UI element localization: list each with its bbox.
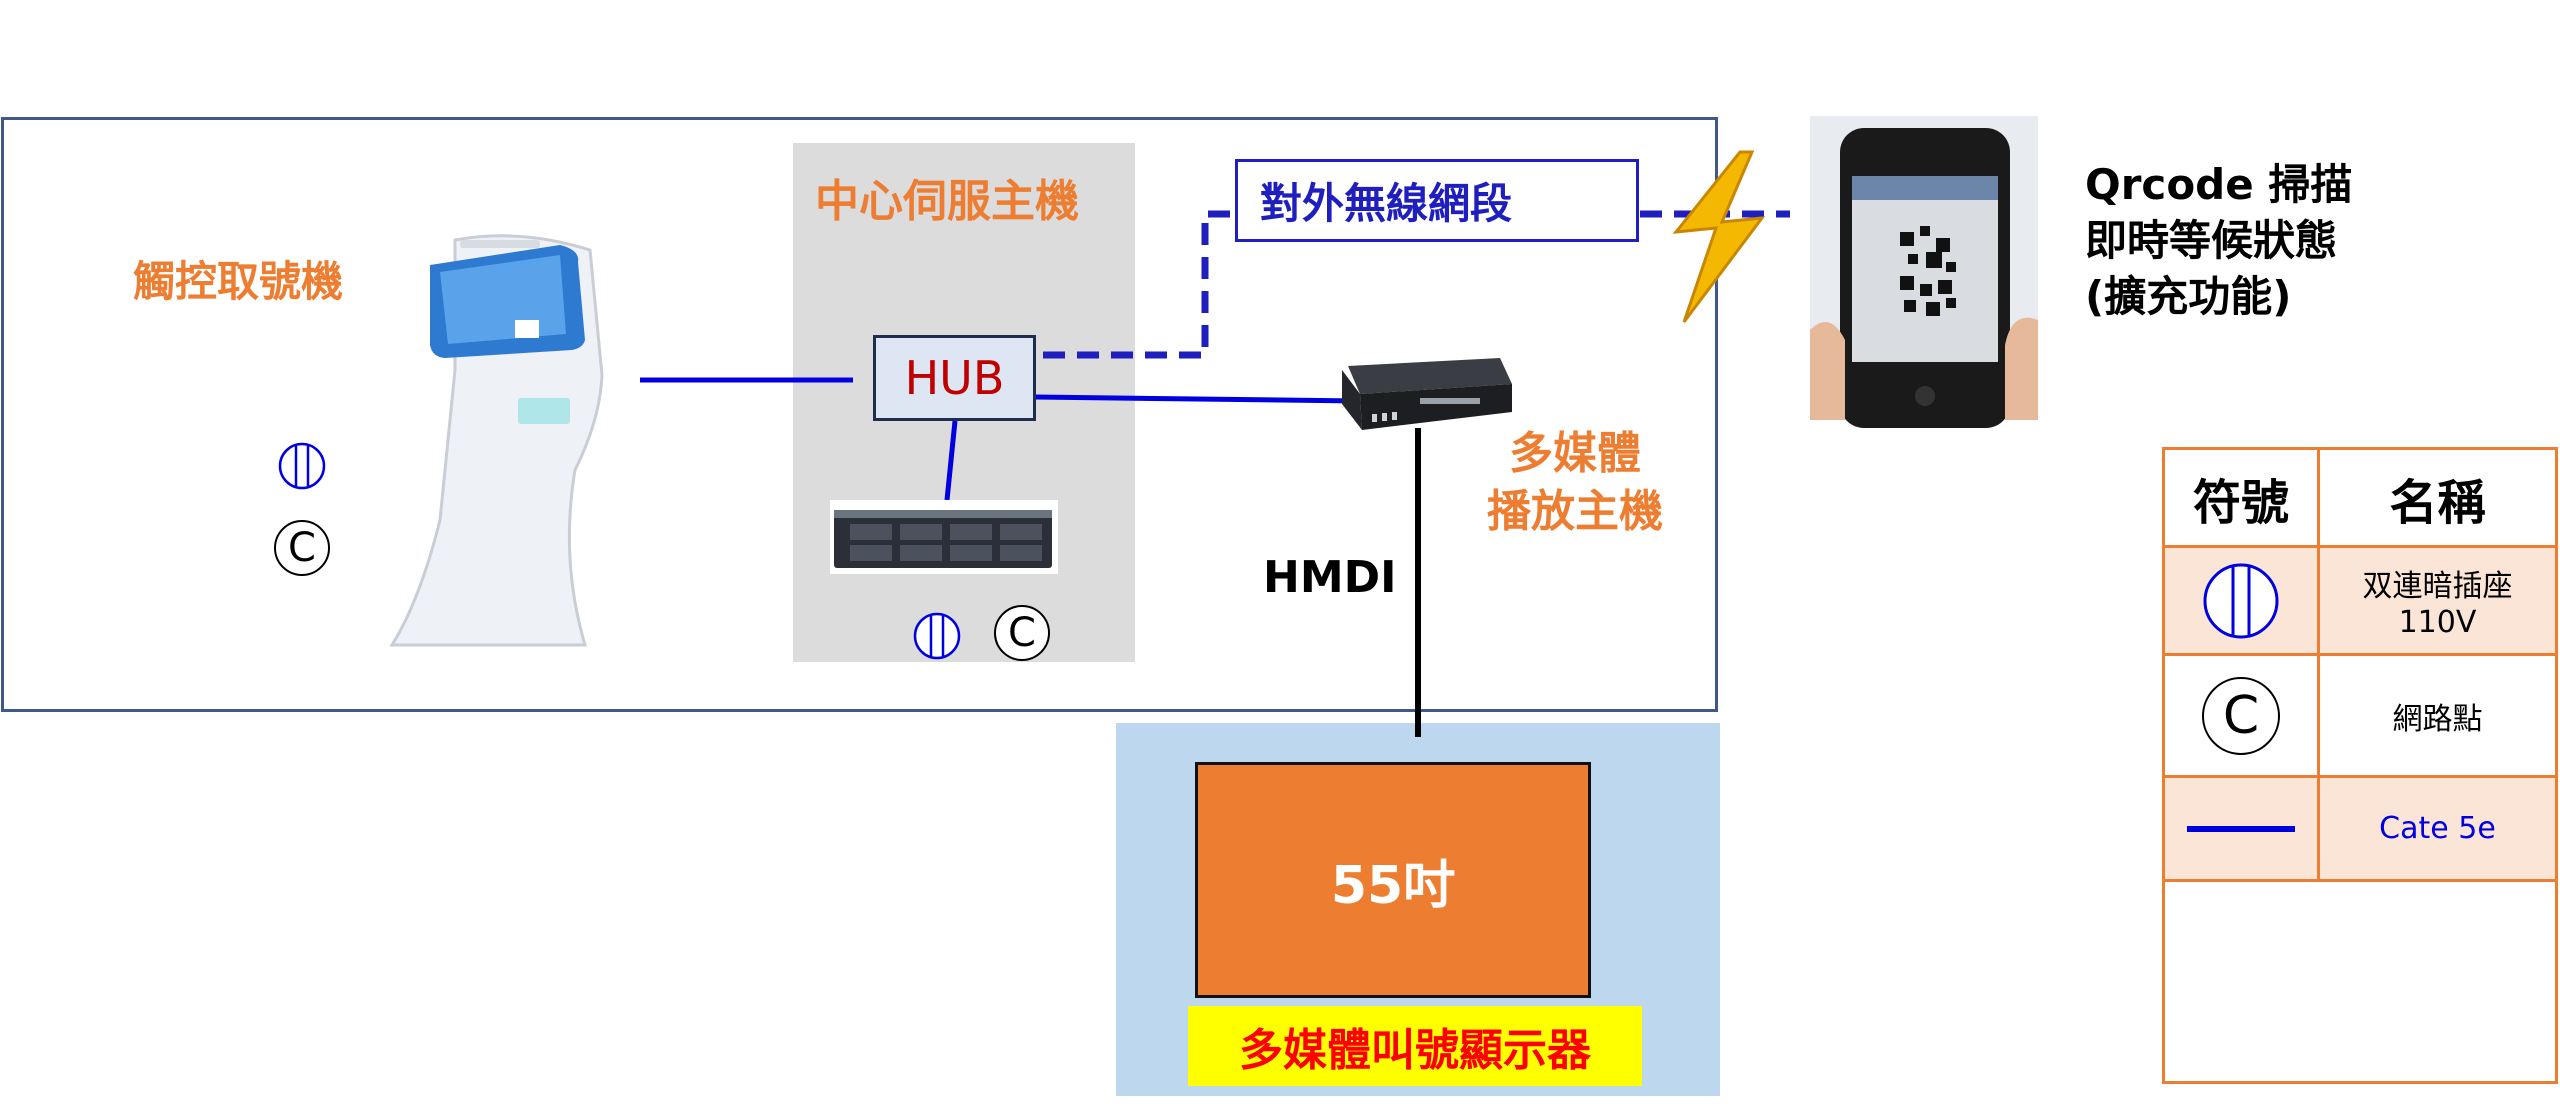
wan-segment-box: 對外無線網段 — [1235, 159, 1639, 242]
network-point-icon: C — [2202, 677, 2280, 755]
hub-box: HUB — [873, 335, 1036, 421]
wireless-link — [1043, 214, 1235, 355]
qr-line-1: Qrcode 掃描 — [2085, 157, 2352, 213]
legend-symbol-outlet — [2165, 548, 2320, 653]
legend-name-cable: Cate 5e — [2320, 778, 2555, 879]
kiosk-label: 觸控取號機 — [133, 248, 343, 309]
lightning-icon — [1676, 152, 1762, 322]
legend-row-network: C 網路點 — [2165, 656, 2555, 778]
cable-hub-player — [1036, 397, 1360, 401]
hdmi-label: HMDI — [1263, 552, 1397, 603]
storage-server-image — [830, 500, 1058, 574]
network-point-symbol-server: C — [994, 605, 1050, 661]
media-player-label-line1: 多媒體 — [1480, 425, 1670, 483]
display-screen: 55吋 — [1195, 762, 1591, 998]
cable-hub-storage — [947, 421, 955, 500]
network-point-glyph: C — [288, 525, 316, 571]
hub-label: HUB — [905, 351, 1005, 405]
server-label: 中心伺服主機 — [815, 165, 1079, 229]
legend-header-name: 名稱 — [2320, 450, 2555, 545]
legend-row-empty — [2165, 882, 2555, 1081]
legend-symbol-cable — [2165, 778, 2320, 879]
media-player-label: 多媒體 播放主機 — [1480, 425, 1670, 541]
cable-line-icon — [2181, 819, 2301, 839]
legend-name-network: 網路點 — [2320, 656, 2555, 775]
media-player-image — [1342, 358, 1512, 430]
legend-name-outlet-line1: 双連暗插座 — [2363, 561, 2513, 605]
outlet-symbol-server — [915, 614, 959, 658]
network-point-symbol-kiosk: C — [274, 520, 330, 576]
network-point-glyph: C — [2223, 686, 2259, 746]
qr-description: Qrcode 掃描 即時等候狀態 (擴充功能) — [2085, 157, 2352, 325]
legend-header-row: 符號 名稱 — [2165, 450, 2555, 548]
qr-line-3: (擴充功能) — [2085, 269, 2352, 325]
network-point-glyph: C — [1008, 610, 1036, 656]
legend-row-cable: Cate 5e — [2165, 778, 2555, 882]
legend-symbol-network: C — [2165, 656, 2320, 775]
outlet-icon — [2199, 559, 2283, 643]
display-caption: 多媒體叫號顯示器 — [1188, 1006, 1642, 1086]
qr-line-2: 即時等候狀態 — [2085, 213, 2352, 269]
outlet-symbol-kiosk — [280, 444, 324, 488]
legend-header-symbol: 符號 — [2165, 450, 2320, 545]
display-caption-text: 多媒體叫號顯示器 — [1239, 1014, 1591, 1078]
wan-segment-label: 對外無線網段 — [1260, 170, 1512, 231]
phone-qr-image — [1810, 116, 2038, 428]
media-player-label-line2: 播放主機 — [1480, 483, 1670, 541]
kiosk-device-image — [392, 236, 602, 645]
display-size-label: 55吋 — [1331, 843, 1455, 918]
legend-name-outlet-line2: 110V — [2363, 605, 2513, 640]
